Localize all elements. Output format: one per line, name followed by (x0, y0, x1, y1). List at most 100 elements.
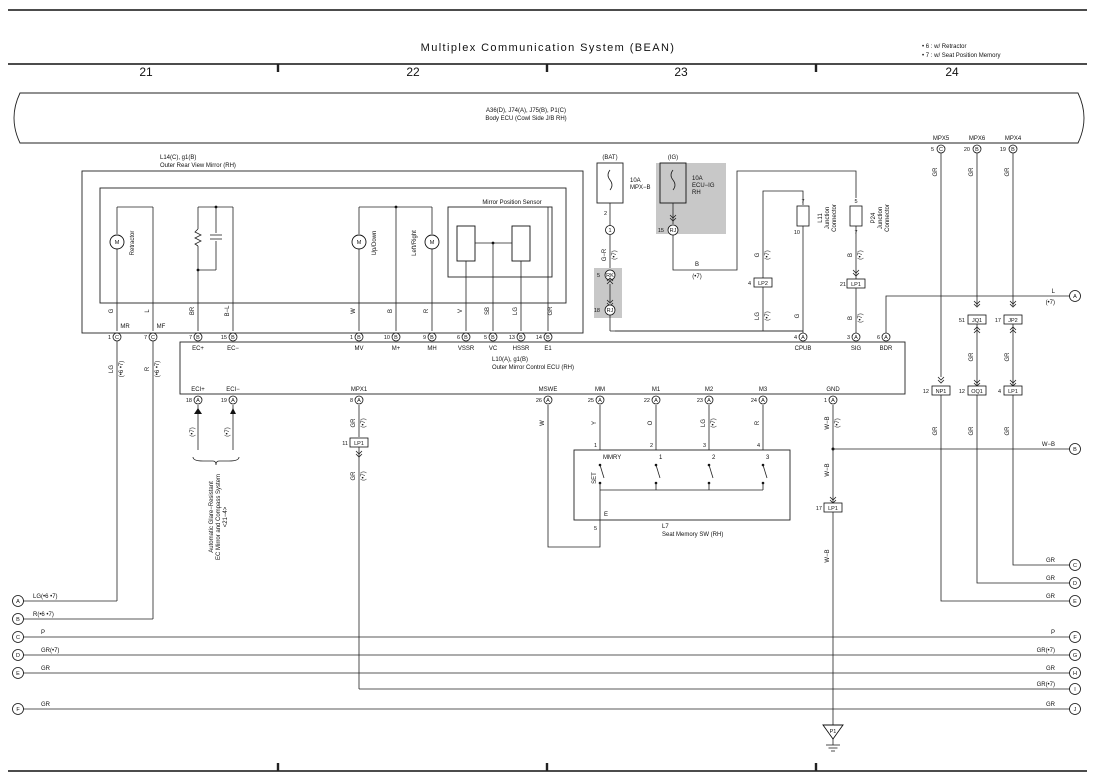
updown-label: Up/Down (372, 231, 378, 256)
svg-text:P24: P24 (871, 212, 877, 223)
svg-text:A: A (546, 398, 550, 404)
svg-text:Mirror Position Sensor: Mirror Position Sensor (482, 200, 541, 206)
wire-note: (•7) (858, 313, 864, 322)
svg-text:Connector: Connector (832, 204, 838, 232)
svg-text:17: 17 (816, 506, 822, 512)
svg-text:B: B (196, 335, 200, 341)
wire-color: LG (701, 419, 707, 427)
connector-oq1: 12 OQ1 (959, 385, 987, 396)
fuse-ecu-ig: (IG) 10A ECU−IG RH 15 RJ (656, 155, 726, 236)
ecu-pin-label: E1 (544, 346, 552, 352)
ext-system-label-3: <21−4> (223, 506, 229, 527)
right-connector-E: EGR (1046, 594, 1081, 607)
left-connector-A: ALG(•6 •7) (12, 594, 58, 607)
right-connector-H: HGR (1046, 666, 1081, 679)
svg-text:L7: L7 (662, 524, 669, 530)
svg-text:MPX6: MPX6 (969, 136, 986, 142)
svg-text:17: 17 (995, 318, 1001, 324)
wire-color: Y (592, 421, 598, 425)
wire-color: V (458, 309, 464, 313)
connector-jq1: 51 JQ1 (959, 314, 987, 325)
wire-color: B (388, 309, 394, 313)
svg-text:LP1: LP1 (851, 282, 861, 288)
svg-text:22: 22 (644, 398, 650, 404)
ecu-pin-label: M3 (759, 387, 768, 393)
ecu-pin-label: MR (120, 324, 130, 330)
ecu-pin-label: EC− (227, 346, 239, 352)
left-connector-label: LG(•6 •7) (33, 594, 58, 600)
wire-color: O (648, 420, 654, 425)
right-connector-label: GR (1046, 558, 1056, 564)
mirror-inner-box (99, 187, 567, 304)
wire-color: B (848, 253, 854, 257)
connector-jp2: 17 JP2 (995, 314, 1023, 325)
ecu-pin-label: ECI− (226, 387, 240, 393)
retractor-label: Retractor (130, 231, 136, 256)
right-connector-label: GR(•7) (1037, 648, 1055, 654)
svg-text:NP1: NP1 (936, 389, 947, 395)
wire-note: (•7) (835, 418, 841, 427)
ecu-pin-label: MH (427, 346, 436, 352)
ecu-pin-label: BDR (880, 346, 893, 352)
ext-system-label-1: Automatic Glare−Resistant (209, 481, 215, 553)
body-ecu-pin-mpx4: MPX4 19 B (1000, 136, 1022, 154)
ecu-pin-label: MF (157, 324, 166, 330)
svg-text:F: F (1073, 635, 1077, 641)
connector-rk-rj: 5 RK 18 RJ (594, 268, 622, 318)
wire-color: GR (933, 167, 939, 177)
svg-text:1: 1 (659, 455, 663, 461)
ground-p1: P1 (822, 724, 844, 752)
switch-contact (654, 463, 661, 490)
ecu-pin-label: GND (826, 387, 840, 393)
connector-arrow (973, 326, 981, 334)
svg-text:A: A (196, 398, 200, 404)
right-connector-B: BW−B (1042, 442, 1081, 455)
svg-text:5: 5 (931, 147, 934, 153)
svg-text:M: M (430, 240, 435, 246)
junction-l11: 7 10 L11 Junction Connector (794, 199, 838, 236)
left-connector-D: DGR(•7) (12, 648, 59, 661)
left-connector-label: R(•6 •7) (33, 612, 54, 618)
svg-text:A: A (884, 335, 888, 341)
mirror-name: Outer Rear View Mirror (RH) (160, 163, 236, 169)
svg-text:4: 4 (757, 443, 760, 449)
svg-text:B: B (975, 147, 979, 153)
svg-text:A: A (1073, 294, 1077, 300)
ecu-pin-label: M+ (392, 346, 401, 352)
mirror-box (81, 170, 584, 334)
svg-text:23: 23 (697, 398, 703, 404)
svg-text:2: 2 (712, 455, 716, 461)
input-arrows (194, 408, 236, 414)
svg-text:24: 24 (751, 398, 757, 404)
svg-text:20: 20 (964, 147, 970, 153)
connector-arrow (1009, 300, 1017, 308)
svg-text:10A: 10A (692, 176, 703, 182)
retractor-motor: M Retractor (109, 206, 154, 331)
svg-text:MPX4: MPX4 (1005, 136, 1022, 142)
svg-text:5: 5 (597, 273, 600, 279)
svg-text:2: 2 (604, 211, 607, 217)
svg-text:15: 15 (658, 228, 664, 234)
svg-text:M: M (115, 240, 120, 246)
wire-color: GR (351, 418, 357, 428)
svg-text:Connector: Connector (885, 204, 891, 232)
ecu-pin-label: MPX1 (351, 387, 368, 393)
left-connector-label: GR (41, 702, 51, 708)
connector-lp2: 4 LP2 (748, 277, 773, 288)
wire-note: (•7) (225, 427, 231, 436)
svg-text:A: A (854, 335, 858, 341)
svg-text:10: 10 (384, 335, 390, 341)
left-connector-C: CP (12, 630, 45, 643)
svg-text:7: 7 (144, 335, 147, 341)
connector-arrow (852, 269, 860, 277)
wire-color: LG (755, 312, 761, 320)
right-connector-label: GR (1046, 702, 1056, 708)
